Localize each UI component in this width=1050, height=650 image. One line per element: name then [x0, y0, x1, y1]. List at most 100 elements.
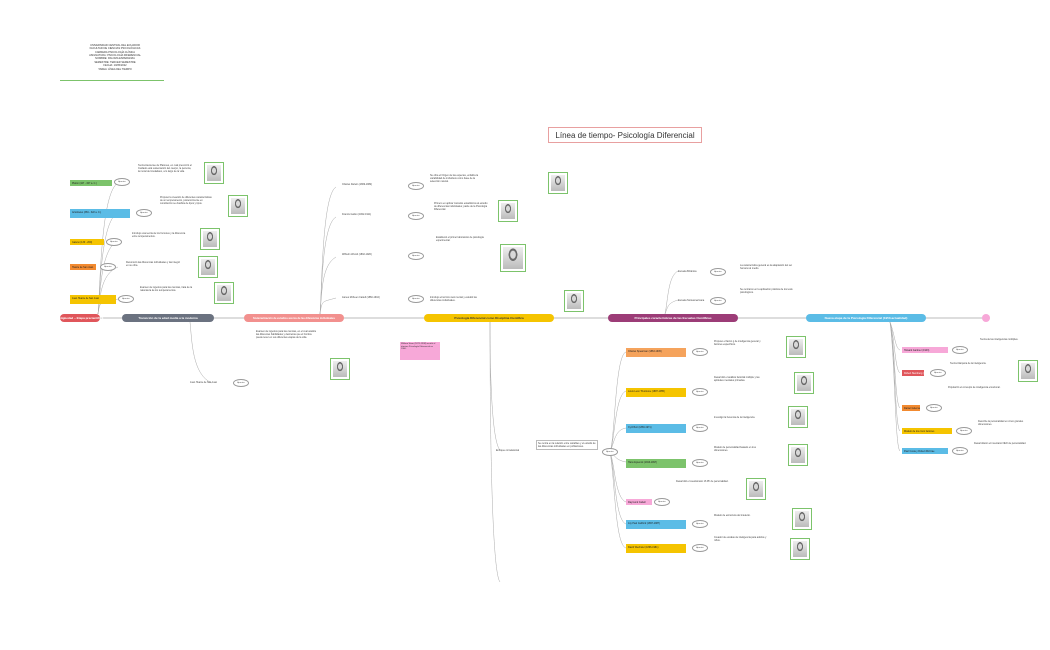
aportes-oval: Aportes — [408, 252, 424, 260]
portrait-image — [794, 372, 814, 394]
portrait-image — [330, 358, 350, 380]
header-line: SEMESTRE: TERCER SEMESTRE — [94, 60, 136, 64]
aportes-oval: Aportes — [233, 379, 249, 387]
header-line: FECHA: 10/05/2022 — [103, 64, 127, 68]
modern-item-desc: Teoría de las inteligencias múltiples. — [980, 338, 1019, 341]
date: 1809-1882 — [359, 183, 372, 186]
modern-item-tag[interactable]: Modelo de los cinco factores — [902, 428, 952, 434]
antiquity-item-desc: Propuso la creación de diferentes caract… — [160, 196, 212, 205]
timeline-end-cap — [982, 314, 990, 322]
name: Wilhelm Wundt — [342, 253, 359, 256]
era-discipline[interactable]: Psicología Diferencial como Disciplina C… — [424, 314, 554, 322]
system-item-desc: Introdujo el término test mental y estud… — [430, 296, 477, 302]
aportes-oval: Aportes — [602, 448, 618, 456]
antiquity-item-desc: Reconoció las diferencias individuales y… — [126, 261, 180, 267]
portrait-image — [792, 508, 812, 530]
aportes-oval: Aportes — [100, 263, 116, 271]
school-item-tag[interactable]: Raymond Cattell — [626, 499, 652, 505]
era-systematization[interactable]: Sistematización de estudios acerca de la… — [244, 314, 344, 322]
school-item-tag[interactable]: Cyril Burt (1883-1971) — [626, 424, 686, 433]
header-line: FACULTAD DE CIENCIAS PSICOLÓGICAS — [89, 47, 141, 51]
aportes-oval: Aportes — [408, 295, 424, 303]
modern-item-desc: Teoría triárquica de la inteligencia. — [950, 362, 987, 365]
name: James McKeen Cattell — [342, 296, 366, 299]
portrait-image — [790, 538, 810, 560]
school-item-desc: Propuso el factor g de inteligencia gene… — [714, 340, 761, 346]
system-item-desc: Estableció el primer laboratorio de psic… — [436, 236, 484, 242]
era-schools[interactable]: Principales características de las Escue… — [608, 314, 738, 322]
modern-item-tag[interactable]: Daniel Goleman (1946) — [902, 405, 920, 411]
era-transition[interactable]: Transición de la edad media a la moderna — [122, 314, 214, 322]
aportes-oval: Aportes — [118, 295, 134, 303]
school-item-desc: Desarrolló el análisis factorial múltipl… — [714, 376, 760, 382]
header-line: UNIVERSIDAD CENTRAL DEL ECUADOR — [90, 44, 140, 47]
antiquity-item-tag[interactable]: Platón (427 - 347 a. C.) — [70, 180, 112, 186]
antiquity-item-desc: Examen de ingenios para las ciencias, tr… — [140, 286, 193, 292]
modern-item-tag[interactable]: Howard Gardner (1943) — [902, 347, 948, 353]
portrait-image — [498, 200, 518, 222]
modern-item-tag[interactable]: Paul Costa y Robert McCrae — [902, 448, 948, 454]
header-line: NOMBRE: PALOMA ESPERANZA — [95, 57, 135, 61]
portrait-image — [228, 195, 248, 217]
header-underline — [60, 80, 164, 81]
header-line: CARRERA PSICOLOGÍA CLÍNICA — [94, 50, 136, 54]
portrait-image — [548, 172, 568, 194]
aportes-oval: Aportes — [710, 297, 726, 305]
antiquity-item-desc: Introdujo una teoría de los humores y la… — [132, 232, 186, 238]
portrait-image — [200, 228, 220, 250]
modern-item-desc: Popularizó el concepto de inteligencia e… — [948, 386, 1001, 389]
aportes-oval: Aportes — [952, 346, 968, 354]
aportes-oval: Aportes — [654, 498, 670, 506]
school-item-tag[interactable]: David Wechsler (1896-1981) — [626, 544, 686, 553]
aportes-oval: Aportes — [408, 212, 424, 220]
date: 1822-1911 — [359, 213, 371, 216]
school-item-tag[interactable]: Hans Eysenck (1916-1997) — [626, 459, 686, 468]
school-item-desc: Modelo de personalidad basado en tres di… — [714, 446, 756, 452]
aportes-oval: Aportes — [692, 424, 708, 432]
system-item-name: James McKeen Cattell (1860-1944) — [342, 296, 380, 299]
antiquity-item-tag[interactable]: Huarte de San Juan — [70, 264, 96, 270]
school-item-tag[interactable]: Louis Leon Thurstone (1887-1955) — [626, 388, 686, 397]
date: 1860-1944 — [367, 296, 379, 299]
school-item-tag[interactable]: Joy Paul Guilford (1897-1987) — [626, 520, 686, 529]
aportes-oval: Aportes — [136, 209, 152, 217]
era-modern[interactable]: Nueva etapa de la Psicología Diferencial… — [806, 314, 926, 322]
school-group-desc: La característica general es la adaptaci… — [740, 264, 793, 270]
portrait-image — [786, 336, 806, 358]
school-item-desc: Modelo de estructura del intelecto. — [714, 514, 751, 517]
aportes-oval: Aportes — [692, 348, 708, 356]
stern-note: William Stern (1871-1938) acuñó el térmi… — [400, 342, 440, 360]
antiquity-item-tag[interactable]: Galeno (130 - 200) — [70, 239, 104, 245]
era-antiquity[interactable]: Antigüedad – Etapa precientífica — [56, 314, 104, 322]
antiquity-item-tag[interactable]: Aristóteles (384 - 322 a. C.) — [70, 209, 130, 218]
portrait-image — [198, 256, 218, 278]
aportes-oval: Aportes — [952, 447, 968, 455]
antiquity-item-tag[interactable]: Juan Huarte de San Juan — [70, 295, 116, 304]
portrait-image — [746, 478, 766, 500]
school-item-tag[interactable]: Charles Spearman (1863-1945) — [626, 348, 686, 357]
name: Charles Darwin — [342, 183, 359, 186]
system-item-desc: Su obra el Origen de las especies, enfat… — [430, 174, 479, 183]
school-item-desc: Creador de escalas de inteligencia para … — [714, 536, 767, 542]
school-group-name: Escuela Norteamericana — [678, 299, 705, 302]
page-title[interactable]: Línea de tiempo- Psicología Diferencial — [548, 127, 702, 143]
aportes-oval: Aportes — [956, 427, 972, 435]
system-item-name: Wilhelm Wundt (1832-1920) — [342, 253, 372, 256]
portrait-image — [214, 282, 234, 304]
aportes-oval: Aportes — [930, 369, 946, 377]
aportes-oval: Aportes — [692, 544, 708, 552]
school-group-name: Escuela Británica — [678, 270, 697, 273]
approach-desc: Se centra en la relación entre variables… — [536, 440, 598, 450]
portrait-image — [788, 444, 808, 466]
modern-item-tag[interactable]: Robert Sternberg (1949) — [902, 370, 924, 376]
modern-item-desc: Desarrollaron el inventario NEO de perso… — [974, 442, 1027, 445]
aportes-oval: Aportes — [926, 404, 942, 412]
portrait-image — [788, 406, 808, 428]
aportes-oval: Aportes — [692, 388, 708, 396]
aportes-oval: Aportes — [710, 268, 726, 276]
aportes-oval: Aportes — [692, 459, 708, 467]
header-line: TAREA: LÍNEA DEL TIEMPO — [98, 67, 132, 71]
aportes-oval: Aportes — [106, 238, 122, 246]
aportes-oval: Aportes — [692, 520, 708, 528]
